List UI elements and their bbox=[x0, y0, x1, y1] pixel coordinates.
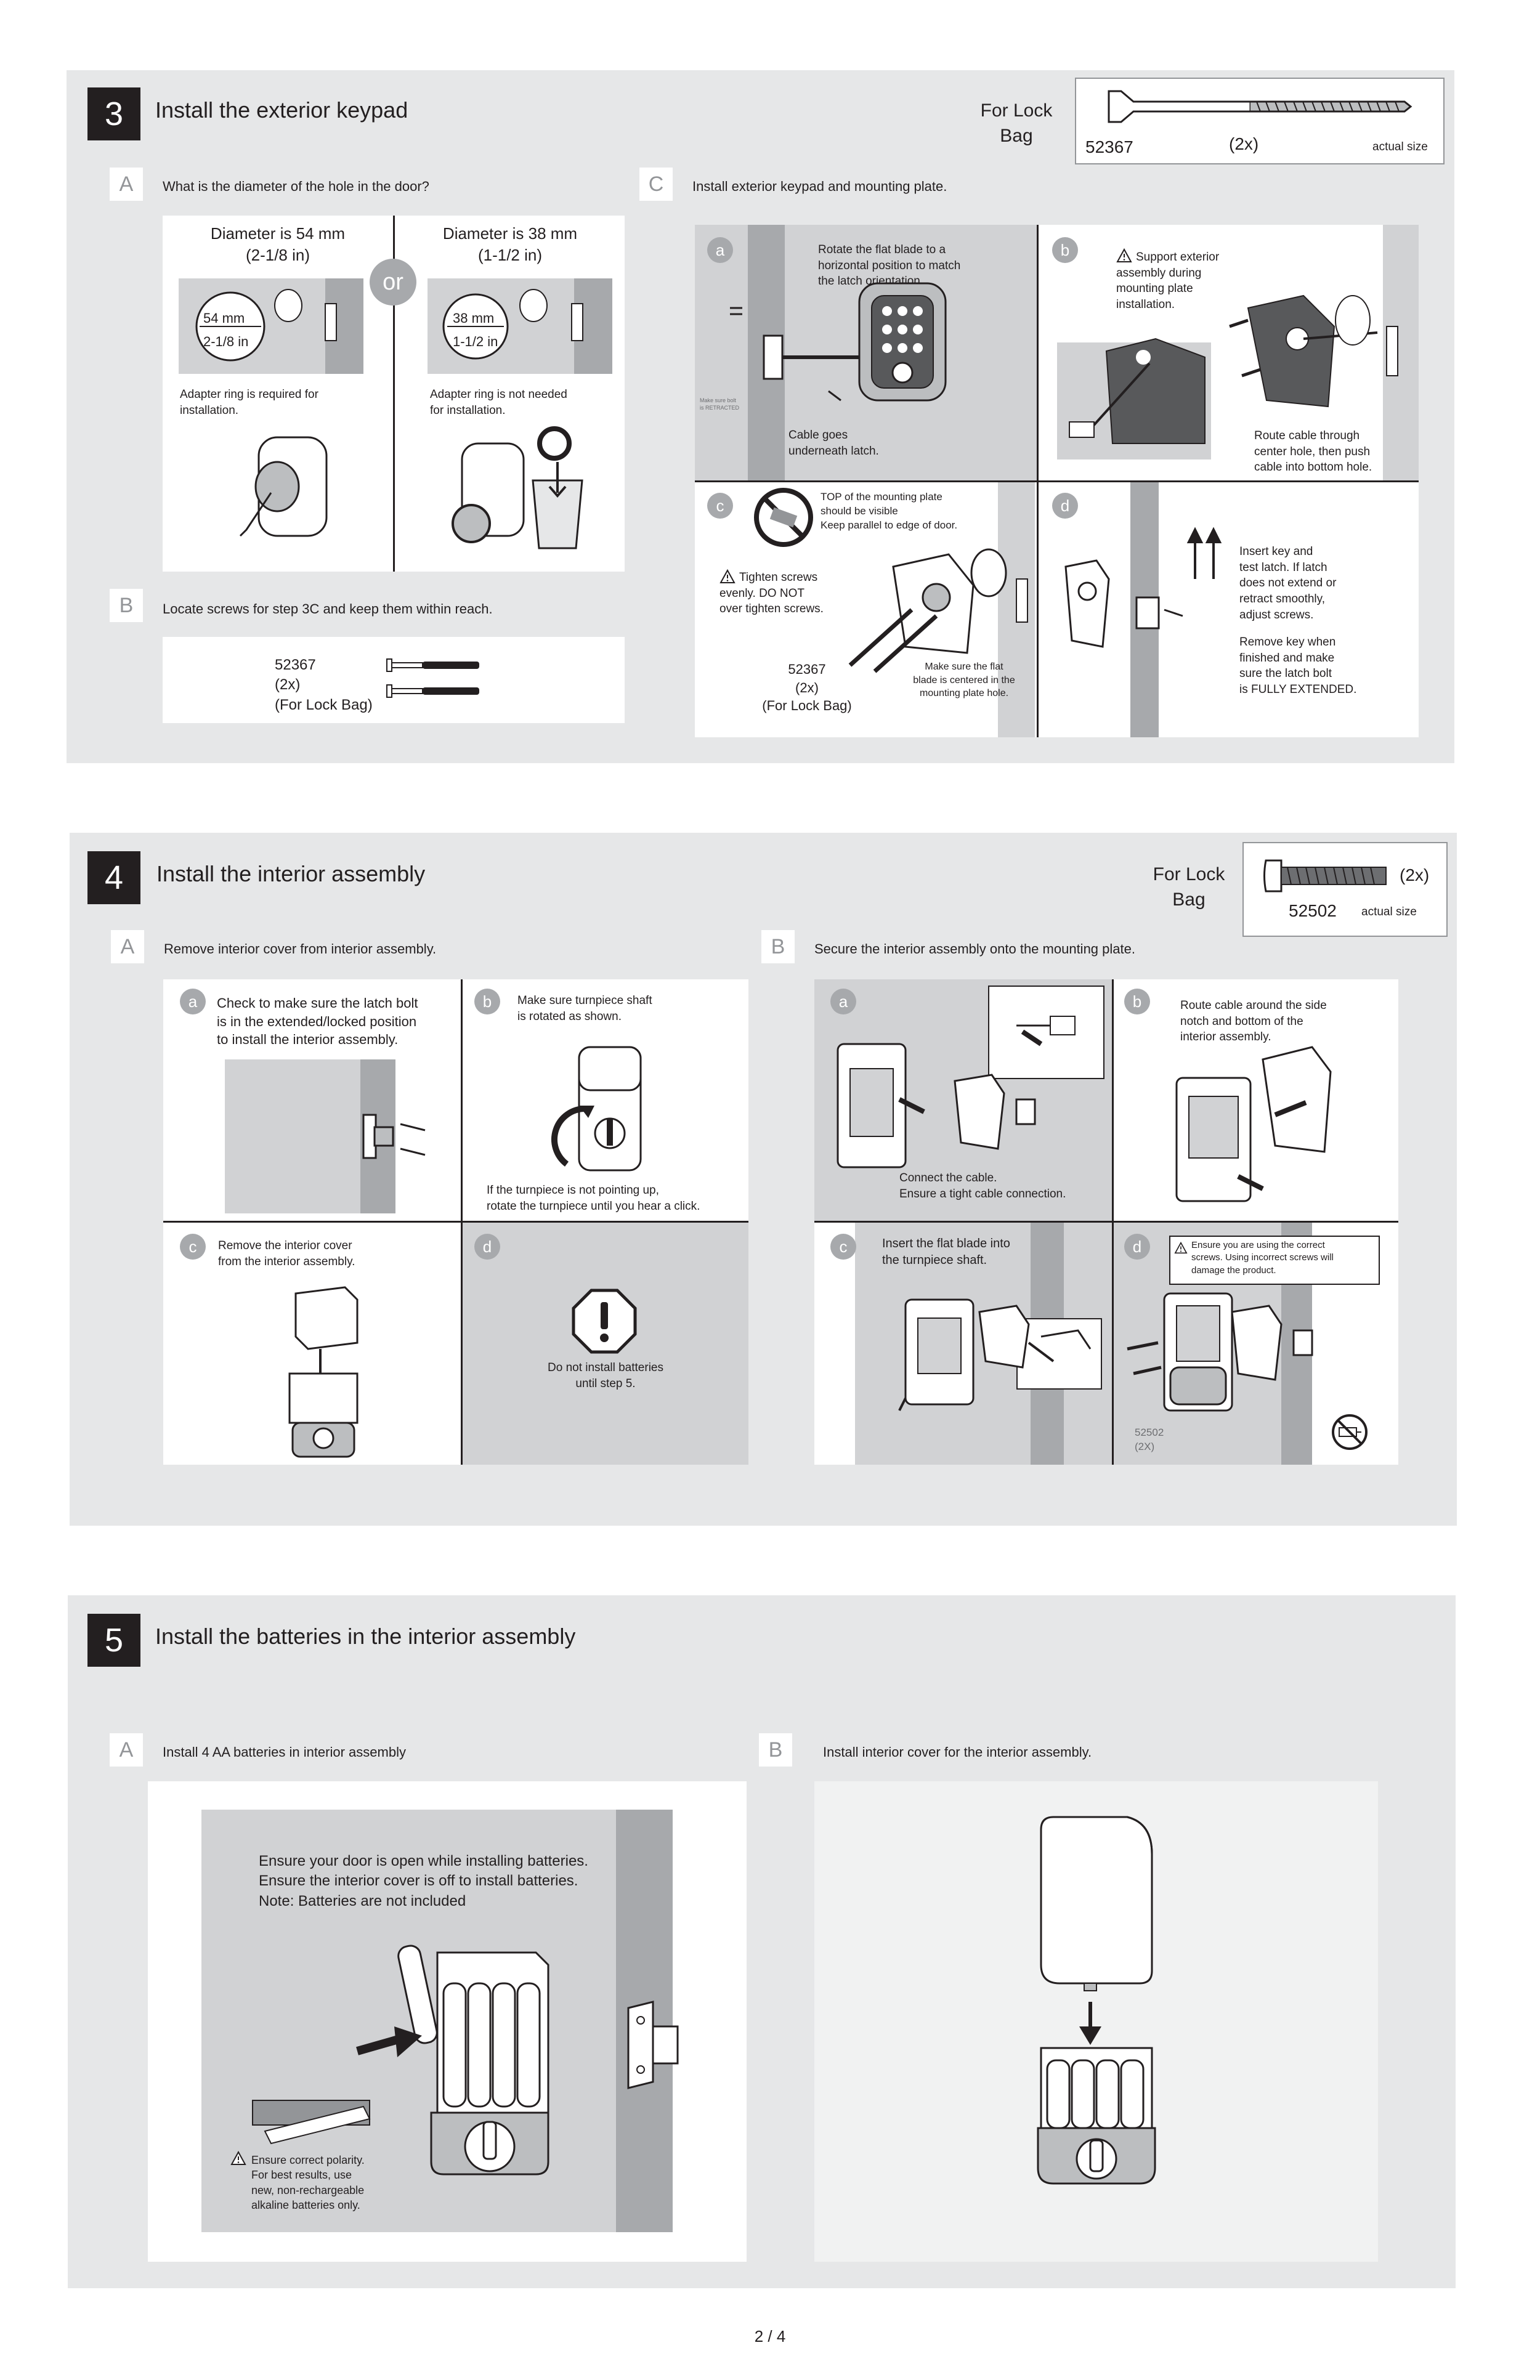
step3-c-c-text3: 52367 (2x) (For Lock Bag) bbox=[721, 660, 893, 715]
divider bbox=[695, 480, 1419, 482]
step3-bag-size: actual size bbox=[1372, 139, 1428, 155]
step3-c-b-badge: b bbox=[1052, 237, 1078, 263]
step3-number: 3 bbox=[87, 87, 140, 140]
step3-a-left-title: Diameter is 54 mm (2-1/8 in) bbox=[163, 223, 393, 266]
step3-a-right-title: Diameter is 38 mm (1-1/2 in) bbox=[395, 223, 625, 266]
step3-c-c-badge: c bbox=[707, 493, 733, 519]
step5-sub-b: B bbox=[759, 1733, 792, 1767]
exclamation-icon bbox=[572, 1289, 637, 1354]
step3-a-right-note: Adapter ring is not needed for installat… bbox=[430, 387, 567, 418]
step4-bag-qty: (2x) bbox=[1400, 864, 1429, 887]
step3-a-left-in: 2-1/8 in bbox=[203, 333, 248, 351]
screws-52367-icon bbox=[387, 657, 479, 706]
step4-bag-label: For Lock Bag bbox=[1133, 862, 1244, 912]
step4-b-a-text: Connect the cable. Ensure a tight cable … bbox=[899, 1170, 1066, 1202]
turnpiece-rotate-illustration bbox=[548, 1047, 659, 1176]
step5-number: 5 bbox=[87, 1614, 140, 1667]
hole-54mm-icon bbox=[196, 288, 338, 368]
flat-blade-insert-illustration bbox=[893, 1287, 1103, 1411]
step4-a-d-text: Do not install batteries until step 5. bbox=[463, 1360, 748, 1391]
step4-a-text: Remove interior cover from interior asse… bbox=[164, 941, 436, 957]
screws-install-illustration bbox=[838, 542, 1035, 671]
step3-c-a-tiny: Make sure bolt is RETRACTED bbox=[700, 397, 739, 411]
step4-sub-b: B bbox=[761, 930, 795, 963]
step4-a-b-badge: b bbox=[474, 989, 500, 1014]
adapter-ring-illustration bbox=[234, 437, 345, 561]
warning-icon bbox=[230, 2151, 246, 2166]
step5-sub-a: A bbox=[110, 1733, 143, 1767]
step4-a-c-badge: c bbox=[180, 1234, 206, 1260]
step5-a-text1: Ensure your door is open while installin… bbox=[259, 1852, 588, 1911]
step3-b-screw-label: 52367 (2x) (For Lock Bag) bbox=[275, 655, 373, 715]
step4-a-d-badge: d bbox=[474, 1234, 500, 1260]
step5-a-text: Install 4 AA batteries in interior assem… bbox=[163, 1744, 406, 1760]
battery-install-illustration bbox=[240, 1934, 696, 2180]
step4-bag-code: 52502 bbox=[1289, 899, 1337, 923]
secure-screws-illustration bbox=[1127, 1287, 1331, 1429]
step3-c-d-text1: Insert key and test latch. If latch does… bbox=[1239, 544, 1336, 623]
step4-a-a-text: Check to make sure the latch bolt is in … bbox=[217, 994, 418, 1049]
step3-bag-code: 52367 bbox=[1085, 136, 1133, 159]
install-cover-illustration bbox=[1035, 1817, 1170, 2187]
step4-b-c-text: Insert the flat blade into the turnpiece… bbox=[882, 1236, 1010, 1269]
screw-52367-icon bbox=[1109, 85, 1411, 128]
step3-a-left-note: Adapter ring is required for installatio… bbox=[180, 387, 318, 418]
step3-c-a-badge: a bbox=[707, 237, 733, 263]
page-number: 2 / 4 bbox=[708, 2326, 832, 2347]
cable-connect-illustration bbox=[832, 989, 1103, 1180]
step3-c-c-text4: Make sure the flat blade is centered in … bbox=[893, 660, 1035, 700]
step4-b-text: Secure the interior assembly onto the mo… bbox=[814, 941, 1135, 957]
step4-b-b-badge: b bbox=[1124, 989, 1150, 1014]
remove-cover-illustration bbox=[283, 1281, 376, 1460]
step4-a-b-text1: Make sure turnpiece shaft is rotated as … bbox=[517, 993, 652, 1024]
latch-bolt-illustration bbox=[363, 1109, 431, 1170]
step3-c-d-text2: Remove key when finished and make sure t… bbox=[1239, 634, 1356, 698]
key-test-illustration bbox=[1060, 517, 1238, 665]
warning-icon bbox=[1174, 1242, 1188, 1254]
exterior-keypad-illustration bbox=[724, 271, 970, 437]
door-illustration bbox=[225, 1059, 360, 1213]
step5-title: Install the batteries in the interior as… bbox=[155, 1624, 575, 1649]
step3-c-a-text2: Cable goes underneath latch. bbox=[788, 427, 879, 459]
step3-title: Install the exterior keypad bbox=[155, 97, 408, 123]
or-label: or bbox=[383, 269, 403, 296]
step3-c-b-text2: Route cable through center hole, then pu… bbox=[1254, 428, 1372, 476]
step3-sub-a: A bbox=[110, 168, 143, 201]
no-power-drill-icon bbox=[1331, 1413, 1369, 1451]
no-angle-icon bbox=[753, 487, 814, 548]
step3-bag-qty: (2x) bbox=[1229, 132, 1258, 156]
step3-c-d-badge: d bbox=[1052, 493, 1078, 519]
step5-b-text: Install interior cover for the interior … bbox=[823, 1744, 1092, 1760]
step4-b-d-badge: d bbox=[1124, 1234, 1150, 1260]
step4-a-a-badge: a bbox=[180, 989, 206, 1014]
step4-bag-size: actual size bbox=[1361, 904, 1417, 920]
step4-b-d-text2: 52502 (2X) bbox=[1135, 1426, 1164, 1454]
screw-52502-icon bbox=[1263, 857, 1386, 894]
step3-a-left-mm: 54 mm bbox=[203, 309, 245, 328]
step4-title: Install the interior assembly bbox=[156, 861, 425, 887]
trash-bin-illustration bbox=[419, 431, 604, 561]
step4-sub-a: A bbox=[111, 930, 144, 963]
step3-a-right-in: 1-1/2 in bbox=[453, 333, 498, 351]
step3-a-text: What is the diameter of the hole in the … bbox=[163, 179, 429, 195]
step3-c-c-text1: TOP of the mounting plate should be visi… bbox=[821, 490, 957, 533]
step4-number: 4 bbox=[87, 851, 140, 904]
step4-b-c-badge: c bbox=[830, 1234, 856, 1260]
step5-a-text2: Ensure correct polarity. For best result… bbox=[251, 2153, 365, 2212]
step4-a-c-text: Remove the interior cover from the inter… bbox=[218, 1238, 355, 1269]
step3-bag-label: For Lock Bag bbox=[961, 99, 1072, 148]
step4-a-b-text2: If the turnpiece is not pointing up, rot… bbox=[487, 1183, 700, 1214]
step3-b-text: Locate screws for step 3C and keep them … bbox=[163, 601, 493, 617]
step4-b-d-text1: Ensure you are using the correct screws.… bbox=[1191, 1239, 1334, 1277]
step4-b-b-text: Route cable around the side notch and bo… bbox=[1180, 998, 1327, 1045]
step3-c-text: Install exterior keypad and mounting pla… bbox=[692, 179, 947, 195]
step3-sub-b: B bbox=[110, 589, 143, 622]
step3-a-right-mm: 38 mm bbox=[453, 309, 494, 328]
hole-38mm-icon bbox=[441, 288, 583, 368]
route-cable-illustration bbox=[1170, 1047, 1380, 1207]
step3-sub-c: C bbox=[639, 168, 673, 201]
